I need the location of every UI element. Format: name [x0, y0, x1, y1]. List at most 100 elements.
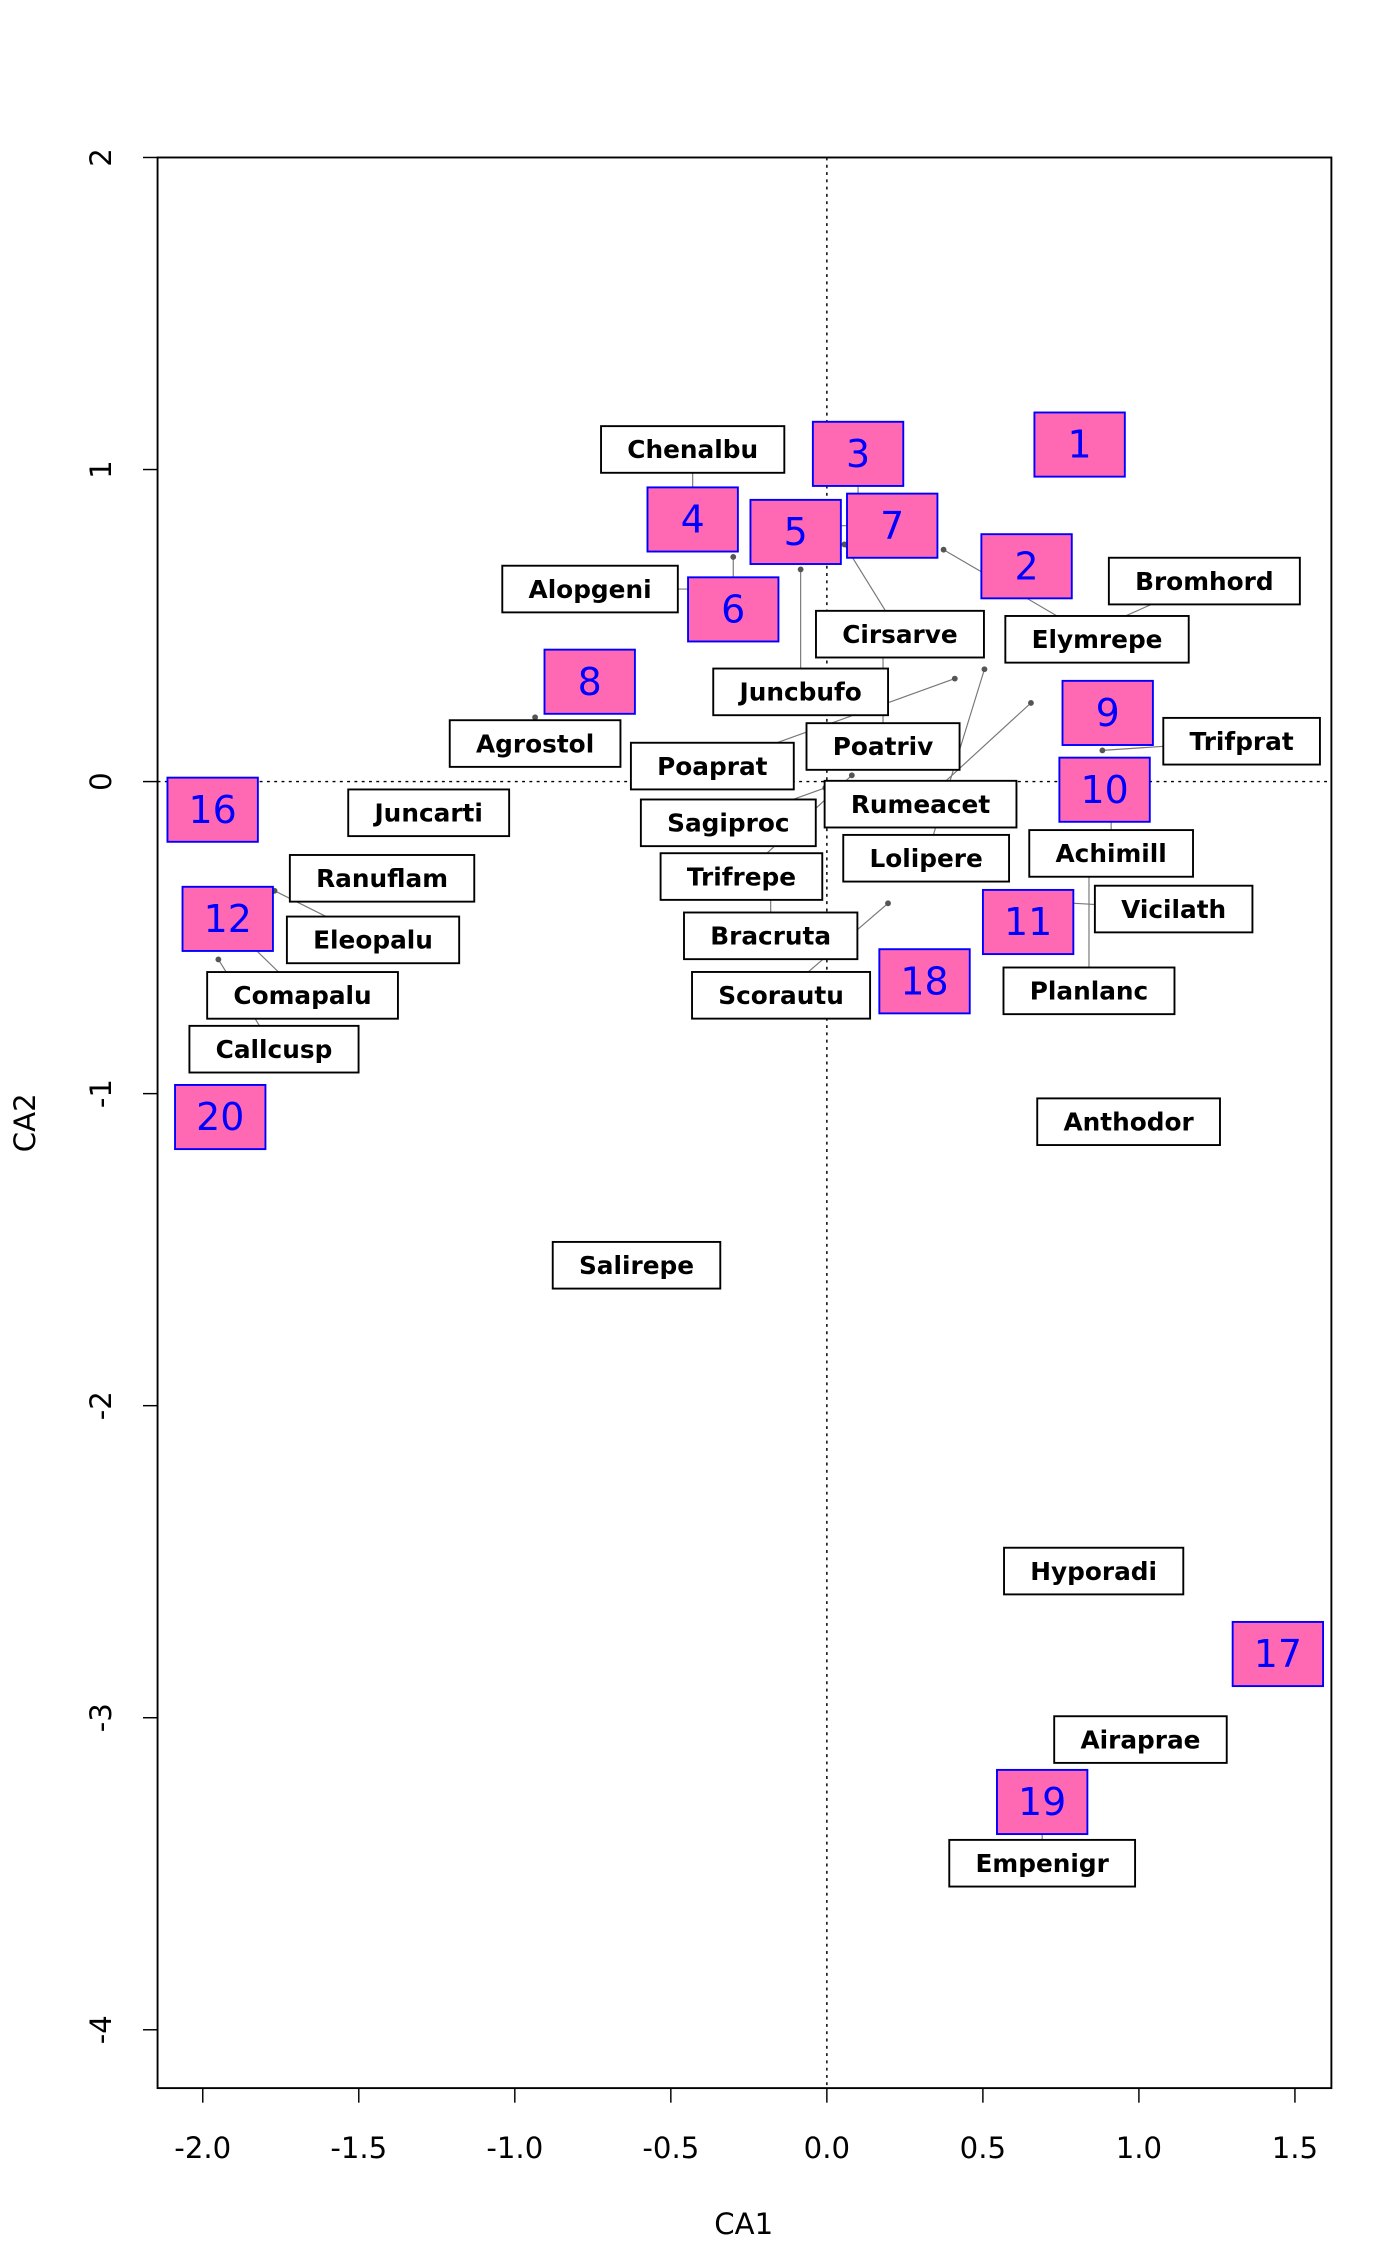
x-tick-label: 0.5	[960, 2131, 1006, 2165]
site-label: 2	[1015, 544, 1039, 588]
species-point: Bracruta	[683, 911, 859, 961]
species-label: Bracruta	[710, 922, 831, 951]
site-point: 17	[1231, 1620, 1325, 1688]
species-box	[1162, 716, 1321, 766]
species-box	[629, 741, 795, 791]
species-box	[823, 779, 1018, 829]
species-point: Achimill	[1028, 829, 1194, 878]
point-marker	[532, 714, 539, 721]
site-box	[181, 885, 274, 952]
species-label: Anthodor	[1063, 1107, 1194, 1136]
species-point: Poatriv	[805, 722, 961, 771]
species-box	[639, 798, 817, 848]
species-label: Achimill	[1056, 839, 1167, 868]
species-box	[347, 788, 511, 838]
species-label: Juncarti	[372, 799, 482, 828]
x-tick-label: 1.0	[1116, 2131, 1162, 2165]
y-tick-label: 2	[84, 148, 118, 167]
x-axis-label: CA1	[714, 2207, 773, 2241]
species-label: Eleopalu	[313, 926, 433, 955]
species-point: Trifrepe	[659, 852, 824, 901]
x-tick-label: -2.0	[174, 2131, 231, 2165]
site-box	[981, 888, 1075, 956]
site-box	[996, 1768, 1089, 1836]
site-label: 7	[880, 504, 904, 548]
species-box	[1002, 966, 1176, 1016]
site-point: 12	[181, 885, 274, 952]
site-box	[543, 648, 636, 715]
site-box	[878, 948, 971, 1015]
species-point: Elymrepe	[1004, 615, 1190, 664]
species-label: Alopgeni	[529, 575, 652, 604]
species-box	[448, 719, 622, 768]
y-tick-label: -4	[84, 2015, 118, 2044]
species-box	[501, 564, 679, 614]
x-tick-label: -1.5	[330, 2131, 387, 2165]
species-point: Scorautu	[691, 971, 872, 1020]
species-box	[551, 1240, 722, 1290]
site-point: 11	[981, 888, 1075, 956]
species-label: Hyporadi	[1030, 1557, 1157, 1586]
species-point: Callcusp	[188, 1024, 360, 1074]
species-label: Rumeacet	[851, 790, 990, 819]
species-point: Comapalu	[206, 971, 399, 1020]
y-tick-label: -3	[84, 1703, 118, 1732]
site-label: 1	[1068, 423, 1092, 467]
species-label: Cirsarve	[842, 620, 957, 649]
species-label: Agrostol	[476, 729, 594, 758]
site-box	[687, 576, 780, 643]
site-label: 5	[784, 510, 808, 554]
site-point: 10	[1058, 756, 1151, 823]
species-label: Planlanc	[1030, 977, 1149, 1006]
plot-frame	[156, 156, 1333, 2090]
point-marker	[940, 546, 947, 553]
site-point: 5	[749, 498, 842, 565]
site-label: 3	[846, 432, 870, 476]
site-box	[1231, 1620, 1325, 1688]
site-label: 10	[1080, 768, 1128, 812]
species-box	[805, 722, 961, 771]
species-point: Alopgeni	[501, 564, 679, 614]
species-box	[1004, 615, 1190, 664]
point-marker	[730, 553, 737, 560]
species-point: Agrostol	[448, 719, 622, 768]
species-point: Chenalbu	[600, 425, 786, 474]
site-box	[166, 776, 259, 843]
species-label: Trifprat	[1190, 727, 1294, 756]
x-tick-label: -1.0	[486, 2131, 543, 2165]
point-marker	[848, 772, 855, 779]
species-point: Bromhord	[1107, 556, 1301, 606]
species-box	[815, 609, 985, 659]
site-label: 11	[1004, 900, 1052, 944]
species-label: Poaprat	[657, 752, 768, 781]
site-point: 19	[996, 1768, 1089, 1836]
species-box	[188, 1024, 360, 1074]
site-point: 18	[878, 948, 971, 1015]
point-marker	[1028, 700, 1034, 706]
y-tick-label: 1	[84, 460, 118, 479]
species-label: Juncbufo	[737, 678, 861, 707]
site-box	[980, 533, 1073, 600]
site-box	[646, 486, 739, 553]
site-point: 4	[646, 486, 739, 553]
site-label: 16	[189, 788, 237, 832]
species-point: Poaprat	[629, 741, 795, 791]
point-marker	[981, 666, 988, 673]
y-tick-label: 0	[84, 772, 118, 791]
site-label: 12	[204, 897, 252, 941]
species-label: Ranuflam	[316, 864, 448, 893]
site-point: 16	[166, 776, 259, 843]
site-point: 8	[543, 648, 636, 715]
species-label: Vicilath	[1121, 895, 1226, 924]
point-marker	[797, 566, 804, 573]
species-label: Scorautu	[718, 981, 844, 1010]
site-label: 4	[681, 498, 705, 542]
point-marker	[841, 541, 848, 548]
species-point: Anthodor	[1036, 1097, 1221, 1146]
point-marker	[951, 675, 958, 682]
site-box	[811, 420, 905, 487]
species-label: Airaprae	[1080, 1725, 1200, 1754]
site-label: 20	[196, 1095, 244, 1139]
site-label: 17	[1254, 1632, 1302, 1676]
x-tick-label: 1.5	[1272, 2131, 1318, 2165]
